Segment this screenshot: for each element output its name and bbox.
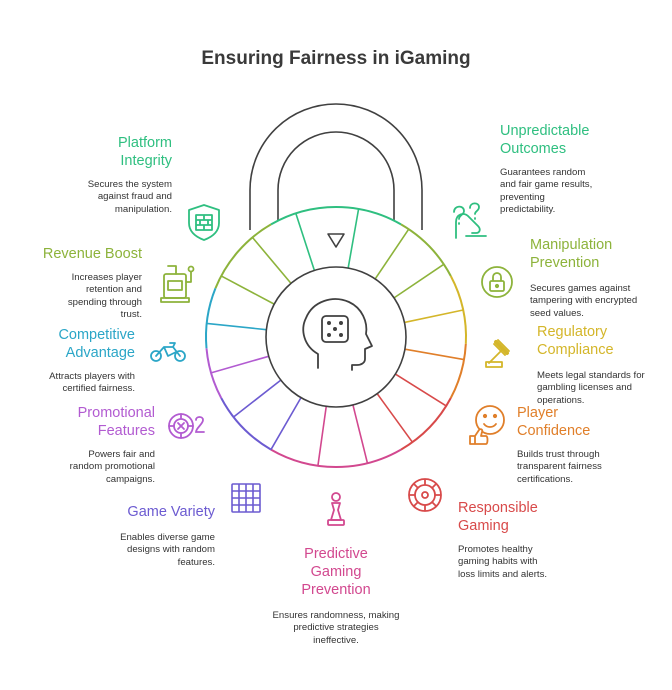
item-title: Regulatory Compliance xyxy=(537,324,614,358)
triangle-down-icon xyxy=(327,233,345,248)
ring-arc-10 xyxy=(270,206,337,226)
ring-arc-9 xyxy=(214,223,272,289)
item-description: Secures the system against fraud and man… xyxy=(87,179,172,215)
item-regulatory-compliance: Regulatory Compliance Meets legal standa… xyxy=(537,323,662,407)
item-promotional-features: Promotional Features Powers fair and ran… xyxy=(0,404,155,486)
item-description: Increases player retention and spending … xyxy=(67,272,142,321)
item-description: Powers fair and random promotional campa… xyxy=(69,449,155,485)
item-revenue-boost: Revenue Boost Increases player retention… xyxy=(0,245,142,322)
item-description: Promotes healthy gaming habits with loss… xyxy=(458,544,548,580)
ring-spoke-0 xyxy=(347,208,360,269)
ring-spoke-4 xyxy=(404,348,465,361)
item-predictive-gaming-prevention: Predictive Gaming Prevention Ensures ran… xyxy=(256,545,416,647)
item-platform-integrity: Platform Integrity Secures the system ag… xyxy=(17,134,172,216)
gavel-icon xyxy=(485,339,510,368)
firewall-shield-icon xyxy=(188,204,220,241)
item-description: Attracts players with certified fairness… xyxy=(49,371,135,395)
item-title: Predictive Gaming Prevention xyxy=(301,546,371,598)
ring-arc-5 xyxy=(270,448,402,468)
padlock-shackle xyxy=(249,103,423,230)
item-description: Secures games against tampering with enc… xyxy=(530,283,638,319)
ring-spoke-8 xyxy=(317,406,328,466)
ring-spoke-15 xyxy=(295,213,316,271)
ring-spoke-2 xyxy=(393,263,445,299)
item-description: Builds trust through transparent fairnes… xyxy=(517,449,602,485)
ring-spoke-11 xyxy=(210,355,269,374)
item-title: Revenue Boost xyxy=(42,246,142,262)
ring-spoke-9 xyxy=(270,397,302,450)
ring-spoke-13 xyxy=(220,275,275,305)
roulette-wheel-icon xyxy=(408,478,442,512)
item-game-variety: Game Variety Enables diverse game design… xyxy=(60,503,215,569)
item-title: Promotional Features xyxy=(77,405,155,439)
ring-arc-1 xyxy=(400,223,452,277)
item-title: Manipulation Prevention xyxy=(530,237,613,271)
item-player-confidence: Player Confidence Builds trust through t… xyxy=(517,404,647,486)
ring-arc-6 xyxy=(220,397,272,451)
ring-spoke-5 xyxy=(394,373,447,407)
item-title: Responsible Gaming xyxy=(458,500,538,534)
ring-arc-0 xyxy=(335,206,402,226)
item-title: Competitive Advantage xyxy=(58,327,135,361)
ring-spoke-6 xyxy=(376,393,414,443)
dice-pips xyxy=(327,321,343,337)
hand-question-icon xyxy=(453,202,487,239)
ring-arc-7 xyxy=(205,348,223,399)
item-description: Guarantees random and fair game results,… xyxy=(500,167,593,216)
item-title: Game Variety xyxy=(127,504,215,520)
grid-board-icon xyxy=(231,483,261,513)
ring-spoke-10 xyxy=(233,379,282,418)
item-manipulation-prevention: Manipulation Prevention Secures games ag… xyxy=(530,236,660,320)
item-description: Ensures randomness, making predictive st… xyxy=(272,610,400,646)
item-description: Enables diverse game designs with random… xyxy=(120,532,215,568)
ring-spoke-3 xyxy=(404,309,464,324)
lock-circle-icon xyxy=(481,266,513,298)
ring-arc-3 xyxy=(449,343,467,399)
ring-arc-8 xyxy=(205,287,217,349)
ring-arc-2 xyxy=(449,275,467,344)
thumbs-up-smile-icon xyxy=(469,405,505,445)
poker-chip-x2-icon xyxy=(168,413,205,439)
ring-spoke-7 xyxy=(352,404,369,464)
item-title: Unpredictable Outcomes xyxy=(500,123,590,157)
ring-arc-4 xyxy=(400,397,452,451)
motorcycle-icon xyxy=(150,342,186,362)
item-title: Player Confidence xyxy=(517,405,591,439)
slot-machine-icon xyxy=(160,265,195,303)
chess-pawn-icon xyxy=(327,492,345,526)
item-description: Meets legal standards for gambling licen… xyxy=(537,370,645,406)
item-unpredictable-outcomes: Unpredictable Outcomes Guarantees random… xyxy=(500,122,640,217)
item-responsible-gaming: Responsible Gaming Promotes healthy gami… xyxy=(458,499,568,581)
page-title: Ensuring Fairness in iGaming xyxy=(201,48,471,69)
item-competitive-advantage: Competitive Advantage Attracts players w… xyxy=(0,326,135,396)
ring-spoke-1 xyxy=(374,228,410,280)
head-dice-icon xyxy=(302,298,373,371)
ring-spoke-12 xyxy=(206,322,267,331)
inner-circle xyxy=(265,266,407,408)
item-title: Platform Integrity xyxy=(118,135,172,169)
ring-spoke-14 xyxy=(251,236,292,284)
